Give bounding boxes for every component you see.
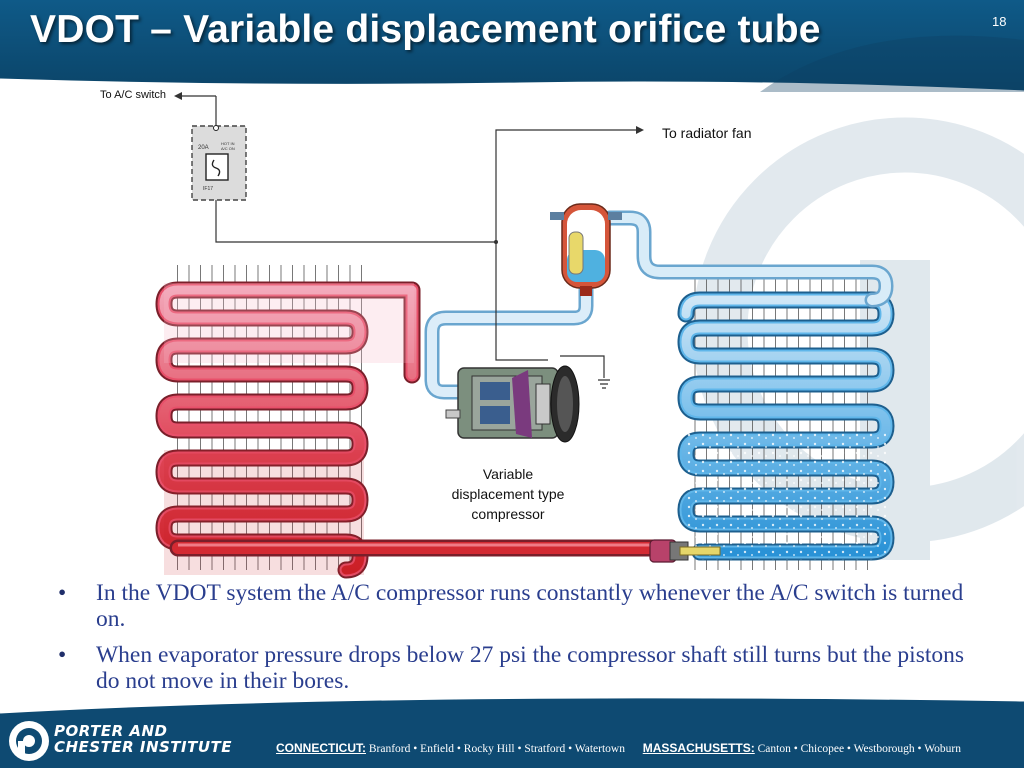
compressor-label-line3: compressor	[471, 506, 545, 522]
header-curve	[0, 78, 1024, 94]
massachusetts-label: MASSACHUSETTS:	[642, 741, 755, 755]
footer-logo-line1: PORTER AND	[54, 722, 168, 740]
fuse-hot-line1: HOT IN	[221, 141, 235, 146]
bullet-text: When evaporator pressure drops below 27 …	[96, 642, 965, 694]
footer-logo-line2: CHESTER INSTITUTE	[54, 738, 233, 756]
bullet-list: • In the VDOT system the A/C compressor r…	[56, 580, 986, 704]
footer-band	[0, 696, 1024, 768]
bullet-dot: •	[58, 642, 67, 668]
fuse-hot-line2: A/C ON	[221, 146, 235, 151]
orifice-tube	[649, 539, 721, 563]
fuse-box: 20A HOT IN A/C ON IF17	[191, 125, 247, 201]
suction-line-evap	[602, 210, 894, 308]
fuse-rating: 20A	[198, 145, 209, 151]
compressor	[445, 365, 580, 443]
wire-junction	[494, 240, 498, 244]
massachusetts-towns: Canton • Chicopee • Westborough • Woburn	[757, 743, 961, 755]
bullet-dot: •	[58, 580, 67, 606]
ac-system-diagram: 20A HOT IN A/C ON IF17	[155, 92, 895, 579]
footer-curve	[0, 695, 1024, 714]
connecticut-towns: Branford • Enfield • Rocky Hill • Stratf…	[368, 743, 625, 755]
liquid-line	[169, 539, 669, 557]
bullet-item: • In the VDOT system the A/C compressor r…	[56, 580, 986, 632]
footer-logo-icon	[9, 721, 49, 761]
watermark-logo-top	[760, 35, 1024, 92]
compressor-label: Variable displacement type compressor	[428, 464, 588, 524]
footer-locations: CONNECTICUT: Branford • Enfield • Rocky …	[276, 741, 961, 755]
bullet-text: In the VDOT system the A/C compressor ru…	[96, 580, 964, 632]
slide-title: VDOT – Variable displacement orifice tub…	[30, 8, 821, 51]
connecticut-label: CONNECTICUT:	[276, 741, 366, 755]
condenser-vapor-zone	[164, 283, 414, 363]
fuse-id: IF17	[203, 186, 213, 192]
compressor-label-line2: displacement type	[451, 486, 565, 502]
accumulator	[550, 203, 622, 296]
compressor-label-line1: Variable	[482, 466, 534, 482]
ac-switch-label: To A/C switch	[100, 89, 167, 101]
bullet-item: • When evaporator pressure drops below 27…	[56, 642, 986, 694]
radiator-fan-label: To radiator fan	[662, 125, 752, 141]
condenser-coil	[155, 281, 421, 579]
slide-number: 18	[992, 14, 1007, 29]
evaporator-bubbles	[686, 430, 886, 560]
header-band	[0, 0, 1024, 92]
suction-line-comp	[424, 282, 594, 400]
